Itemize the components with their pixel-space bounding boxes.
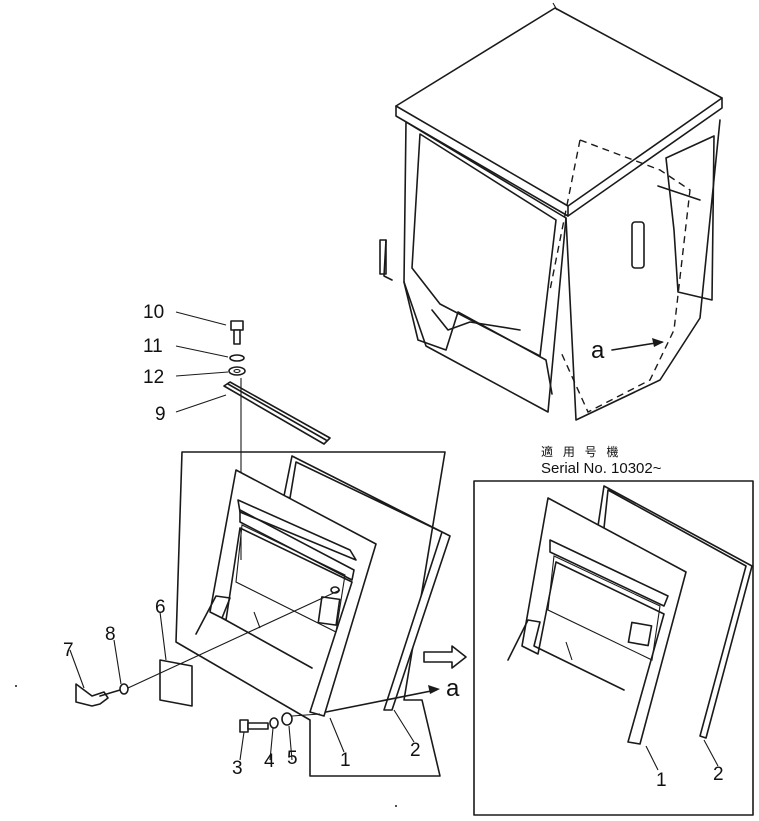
inset-leader-2 [703,739,719,767]
door-plate [317,596,341,626]
leader-11 [175,345,229,358]
view-marker-a-lower: a [446,675,460,702]
bolt-axis-line [127,589,341,689]
cab-assembly: a [379,2,723,421]
bolt-3-head [239,719,249,733]
label-8: 8 [105,624,116,645]
leader-6 [159,611,167,661]
arrow-to-inset [423,645,467,669]
leader-3 [239,731,245,761]
leader-12 [175,371,229,377]
inset-door-plate [627,621,653,647]
roof-front-edge [395,105,569,217]
label-9: 9 [155,404,166,425]
bolt-10-shank [233,329,241,345]
plate-6 [159,659,193,707]
cab-door-dashed-outline [559,139,691,413]
inset-panel [473,480,754,816]
leader-2 [393,709,415,743]
bolt-3-shank [247,722,269,730]
label-7: 7 [63,640,74,661]
inset-label-1: 1 [656,770,667,791]
washer-8 [119,683,129,695]
label-6: 6 [155,597,166,618]
assembly-boundary [175,451,446,777]
label-10: 10 [143,302,164,323]
washer-5 [281,712,293,726]
leader-1 [329,717,345,753]
cab-rear-window [665,135,715,301]
label-3: 3 [232,758,243,779]
washer-12 [228,366,246,376]
leader-9 [175,394,227,413]
leader-4 [269,727,274,761]
label-1: 1 [340,750,351,771]
label-11: 11 [143,336,163,357]
label-12: 12 [143,367,164,388]
wing-bolt-7 [75,683,109,707]
roof-side-edge [567,97,723,217]
label-2: 2 [410,740,421,761]
arrow-to-a [325,689,437,713]
cab-roof [395,7,723,207]
washer-4 [269,717,279,729]
cab-front-frame [403,121,567,413]
fastener-stack [175,311,331,560]
cab-door-handle [631,221,645,269]
bolt-10-head [230,320,244,331]
inset-door-frame-1 [521,497,687,745]
leader-5 [288,725,293,761]
label-4: 4 [264,751,275,772]
inset-leader-1 [645,745,659,771]
door-seal-2 [283,455,451,711]
cab-side-frame [565,119,721,421]
serial-caption-jp: 適 用 号 機 [541,444,621,459]
leader-7 [69,649,85,689]
door-frame-1 [209,469,377,717]
leader-8 [113,639,122,685]
view-marker-a: a [591,337,605,364]
inset-label-2: 2 [713,764,724,785]
washer-11 [229,354,245,362]
inset-frame [473,480,754,816]
leader-10 [175,311,227,326]
serial-caption: Serial No. 10302~ [541,460,662,477]
door-assembly-main: a [69,451,460,777]
label-5: 5 [287,748,298,769]
